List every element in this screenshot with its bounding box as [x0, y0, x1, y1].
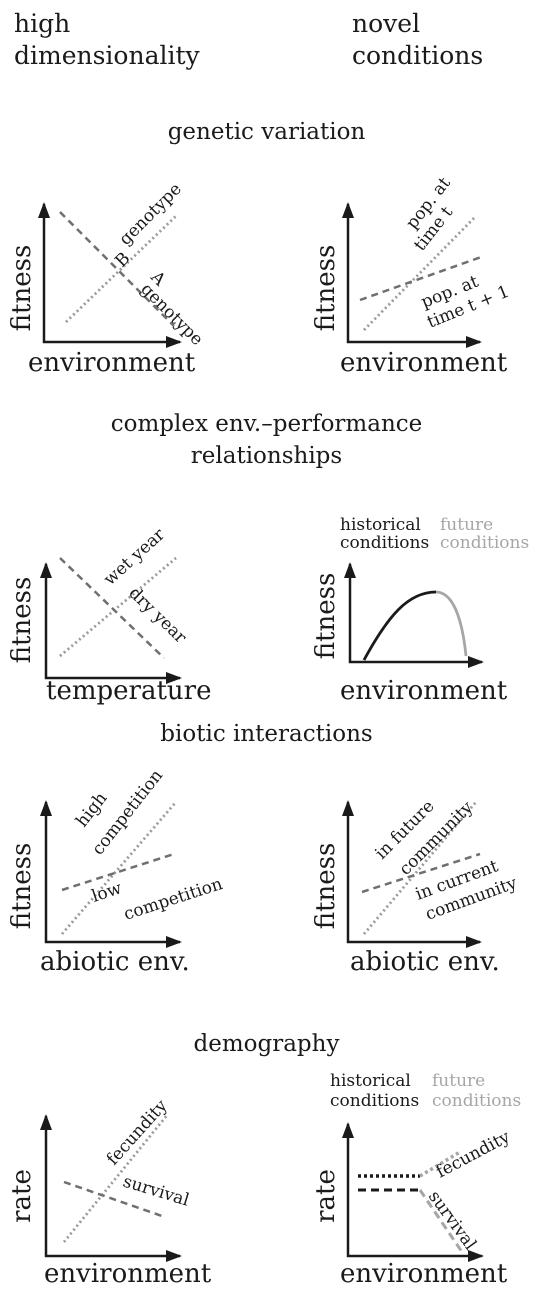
- high-competition-line: [60, 801, 178, 935]
- x-axis-label: environment: [340, 1259, 508, 1289]
- section-title-line: complex env.–performance: [110, 411, 423, 437]
- historical-conditions-label: conditions: [340, 533, 429, 553]
- section-title-line: relationships: [190, 443, 343, 469]
- fecundity-label: fecundity: [433, 1127, 514, 1183]
- heading-line: dimensionality: [14, 41, 200, 70]
- y-axis-label: fitness: [311, 573, 341, 660]
- low-competition-label: low: [89, 878, 124, 906]
- x-axis-label: environment: [340, 676, 508, 706]
- y-axis-arrowhead: [40, 800, 52, 816]
- future-performance-curve: [435, 590, 468, 657]
- historical-conditions-label: conditions: [330, 1091, 419, 1111]
- x-axis-label: abiotic env.: [40, 947, 190, 977]
- dry-year-line: [59, 557, 165, 659]
- y-axis-and-x-axis: [42, 204, 180, 344]
- y-axis-arrowhead: [40, 562, 52, 578]
- x-axis-label: temperature: [46, 676, 211, 706]
- y-axis-label: fitness: [311, 843, 341, 930]
- y-axis-label: fitness: [7, 843, 37, 930]
- x-axis-arrowhead: [466, 936, 482, 948]
- genotype-a-line: [59, 211, 175, 327]
- survival-line: [63, 1180, 163, 1218]
- y-axis-and-x-axis: [346, 204, 480, 344]
- x-axis-label: environment: [28, 348, 196, 378]
- population-time-t-line: [363, 215, 477, 331]
- heading-line: conditions: [352, 41, 484, 70]
- future-fecundity-line: [419, 1150, 461, 1178]
- y-axis-arrowhead: [38, 202, 50, 218]
- y-axis-arrowhead: [342, 1122, 354, 1138]
- fecundity-label: fecundity: [103, 1096, 172, 1170]
- future-conditions-label: conditions: [440, 533, 529, 553]
- y-axis-arrowhead: [40, 1114, 52, 1130]
- x-axis-label: environment: [340, 348, 508, 378]
- x-axis-arrowhead: [466, 336, 482, 348]
- y-axis-label: fitness: [7, 577, 37, 664]
- x-axis-label: abiotic env.: [350, 947, 500, 977]
- population-time-t-plus-1-line: [359, 254, 485, 302]
- low-competition-label: competition: [121, 874, 225, 925]
- future-conditions-label: future: [440, 515, 493, 535]
- y-axis-arrowhead: [342, 202, 354, 218]
- low-competition-line: [61, 852, 175, 892]
- x-axis-arrowhead: [166, 672, 182, 684]
- x-axis-arrowhead: [468, 656, 484, 668]
- section-title-demography: demography: [193, 1031, 340, 1057]
- future-conditions-label: conditions: [432, 1091, 521, 1111]
- panel-demography-rates: rate environment fecundity survival: [7, 1096, 212, 1289]
- y-axis-arrowhead: [344, 562, 356, 578]
- panel-performance-curve: historical conditions future conditions …: [311, 515, 529, 706]
- x-axis-arrowhead: [166, 936, 182, 948]
- y-axis-label: rate: [7, 1169, 37, 1223]
- section-title-complex-env-performance: complex env.–performance relationships: [0, 408, 533, 472]
- y-axis-and-x-axis: [348, 564, 482, 664]
- wet-year-line: [59, 556, 177, 658]
- section-title-biotic-interactions: biotic interactions: [160, 721, 373, 747]
- heading-line: novel: [352, 9, 421, 38]
- historical-conditions-label: historical: [330, 1071, 411, 1091]
- y-axis-and-x-axis: [44, 802, 180, 944]
- y-axis-and-x-axis: [44, 1116, 180, 1258]
- panel-demography-novel: historical conditions future conditions …: [311, 1071, 521, 1289]
- fecundity-line: [62, 1113, 170, 1243]
- y-axis-label: fitness: [311, 245, 341, 332]
- column-heading-high-dimensionality: high dimensionality: [14, 8, 200, 72]
- future-community-line: [362, 801, 478, 935]
- x-axis-arrowhead: [166, 336, 182, 348]
- y-axis-and-x-axis: [346, 802, 480, 944]
- y-axis-and-x-axis: [346, 1124, 482, 1258]
- heading-line: high: [14, 9, 71, 38]
- future-conditions-label: future: [432, 1071, 485, 1091]
- survival-label: survival: [424, 1187, 480, 1254]
- historical-performance-curve: [362, 590, 437, 661]
- panel-genotype-crossing: fitness environment genotype B A genotyp…: [7, 179, 207, 378]
- genotype-b-label: genotype: [115, 179, 185, 249]
- y-axis-label: rate: [311, 1169, 341, 1223]
- x-axis-arrowhead: [166, 1250, 182, 1262]
- current-community-line: [361, 852, 481, 894]
- dry-year-label: dry year: [125, 583, 191, 648]
- survival-label: survival: [121, 1172, 192, 1211]
- panel-population-over-time: fitness environment pop. at time t pop. …: [311, 174, 512, 378]
- x-axis-label: environment: [44, 1259, 212, 1289]
- panel-competition: fitness abiotic env. high competition lo…: [7, 766, 225, 977]
- y-axis-arrowhead: [342, 800, 354, 816]
- y-axis-label: fitness: [7, 245, 37, 332]
- column-heading-novel-conditions: novel conditions: [352, 8, 483, 72]
- genotype-b-line: [65, 214, 177, 324]
- x-axis-arrowhead: [468, 1250, 484, 1262]
- y-axis-and-x-axis: [44, 564, 180, 680]
- wet-year-label: wet year: [100, 524, 170, 589]
- panel-community: fitness abiotic env. in future community…: [311, 796, 520, 977]
- historical-conditions-label: historical: [340, 515, 421, 535]
- panel-wet-dry-year: fitness temperature wet year dry year: [7, 524, 211, 706]
- section-title-genetic-variation: genetic variation: [167, 119, 366, 145]
